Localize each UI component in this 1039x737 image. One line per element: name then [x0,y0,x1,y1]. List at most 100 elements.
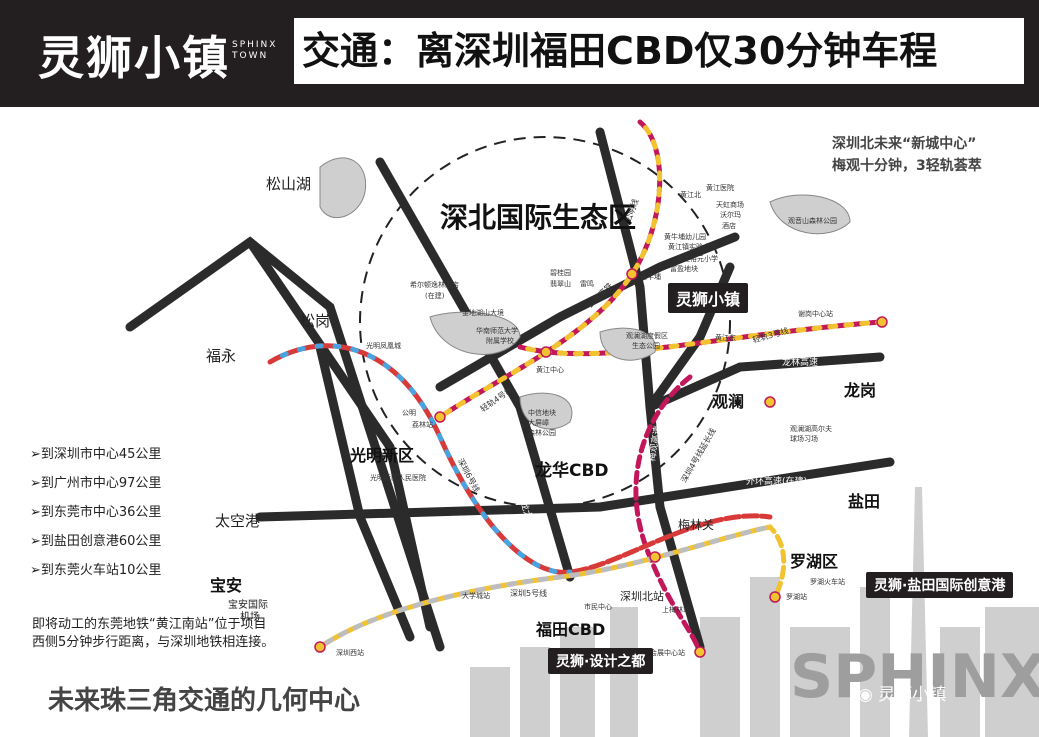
highway-guangshen [245,237,435,632]
poi-biguiyuan: 碧桂园 [550,269,571,277]
poi-leiming: 雷鸣 [580,280,594,288]
brand-logo-sub: SPHINX TOWN [232,40,277,62]
area-meilinguan: 梅林关 [678,518,715,532]
poi-huangniupu: 黄牛埔 [640,273,661,281]
poi-guanlanhu: 观澜湖度假区 [626,332,668,340]
station-shenzhen-west [314,641,326,653]
lake-shape-2 [519,392,573,430]
distance-list: ➢到深圳市中心45公里 ➢到广州市中心97公里 ➢到东莞市中心36公里 ➢到盐田… [30,440,161,585]
area-yantian: 盐田 [848,492,881,511]
poi-guanyinshan: 观音山森林公园 [788,217,837,225]
poi-huizhan: 会展中心站 [650,649,685,657]
skyline-text: SPHINX [790,642,1039,712]
station-meilin [649,551,661,563]
poi-forest-park: 森林公园 [528,429,556,437]
station-luohu [769,591,781,603]
area-songshanhu: 松山湖 [266,175,312,193]
poi-airport-2: 机场 [240,612,260,623]
zone-longhua: 龙华CBD [535,461,609,481]
area-songgang: 松岗 [300,312,331,330]
poi-shenzhen-north: 深圳北站 [620,590,664,603]
poi-huangjiang-center: 黄江中心 [536,366,564,374]
road-label-waihuan: 外环高速(在建) [746,477,808,487]
logo-sub-line1: SPHINX [232,40,278,50]
station-huangniupu [626,268,638,280]
poi-hilton-status: (在建) [425,292,445,300]
poi-huangjiangbei: 黄江北 [680,191,701,199]
poi-xiegang: 谢岗中心站 [798,310,833,318]
highway-waihuan [255,457,895,522]
poi-scnu-school: 附属学校 [486,337,514,345]
brand-logo: 灵狮小镇 [38,31,230,85]
poi-civic-center: 市民中心 [584,603,612,611]
wechat-icon: ◉ [858,685,879,705]
poi-golf: 观澜湖高尔夫 [790,425,832,433]
poi-luohu-station: 罗湖站 [786,593,807,601]
area-guanlan: 观澜 [712,392,745,411]
poi-hilton: 希尔顿逸林酒店 [410,281,459,289]
yantian-port-tag: 灵狮·盐田国际创意港 [866,572,1014,598]
poi-scnu: 华南师范大学 [476,327,518,335]
area-baoan: 宝安 [210,576,243,595]
wechat-label: 灵狮小镇 [878,685,947,705]
area-fuyong: 福永 [206,347,237,365]
page-title: 交通：离深圳福田CBD仅30分钟车程 [294,18,1024,84]
road-label-longlin: 龙林高速 [782,358,819,368]
guanyinshan-shape [769,194,851,235]
poi-daxuecheng: 大学城站 [462,592,490,600]
lake-shape-1 [429,311,521,355]
poi-eco-park: 生态公园 [632,342,660,350]
highway-jihe-west [125,236,445,652]
highway-network [125,127,895,652]
zone-futian: 福田CBD [536,620,606,639]
area-longgang: 龙岗 [844,381,877,400]
note-new-center: 深圳北未来“新城中心” 梅观十分钟，3轻轨荟萃 [832,133,982,177]
station-guanlan [764,396,776,408]
area-luohu: 罗湖区 [790,552,839,571]
poi-jindi: 金地湖山大境 [462,309,504,317]
distance-item: ➢到东莞市中心36公里 [30,505,162,520]
note-line2: 梅观十分钟，3轻轨荟萃 [832,158,982,174]
distance-item: ➢到盐田创意港60公里 [30,534,162,549]
poi-airport: 宝安国际 [228,600,268,611]
lake-shapes [319,157,851,430]
poi-school-1: 黄江镇实验小学 [668,243,717,251]
station-huizhan [694,646,706,658]
poi-golf-range: 球场习场 [790,435,818,443]
poi-citic: 中信地块 [528,409,556,417]
poi-school-2: 黄江裕元小学 [676,255,718,263]
lake-shape-3 [599,327,656,361]
note-line1: 深圳北未来“新城中心” [832,136,977,152]
poi-gongming: 公明 [402,409,416,417]
zone-shenbei: 深北国际生态区 [440,201,637,234]
poi-hospital: 黄江医院 [706,184,734,192]
logo-sub-line2: TOWN [232,51,269,61]
poi-hotel: 酒店 [722,222,736,230]
station-lilin [434,411,446,423]
station-xiegang [876,316,888,328]
poi-shangmeilin: 上梅林站 [662,606,690,614]
poi-dapingzhang: 大屏嶂 [528,419,549,427]
highway-north [595,127,655,412]
poi-shenzhen-west: 深圳西站 [336,649,364,657]
poi-lilin: 荔林站 [412,421,433,429]
station-marks [314,268,888,658]
station-huangjiang-center [540,346,552,358]
wechat-account: ◉ 灵狮小镇 [858,680,946,705]
songshanhu-shape [319,157,367,219]
poi-huangjiangdong: 黄江东 [715,334,736,342]
metro-note-line2: 西侧5分钟步行距离，与深圳地铁相连接。 [32,635,275,650]
rail-metro-4 [633,374,703,655]
poi-fuying: 富盈地块 [670,265,698,273]
poi-tianhong: 天虹商场 [716,201,744,209]
metro-note-line1: 即将动工的东莞地铁“黄江南站”位于项目 [32,617,267,632]
poi-luohu-train: 罗湖火车站 [810,578,845,586]
poi-kindergarten: 黄牛埔幼儿园 [664,233,706,241]
metro-note: 即将动工的东莞地铁“黄江南站”位于项目 西侧5分钟步行距离，与深圳地铁相连接。 [32,616,274,652]
distance-item: ➢到深圳市中心45公里 [30,447,162,462]
poi-phoenix: 光明凤凰城 [366,342,401,350]
area-taikonggang: 太空港 [215,512,261,530]
poi-walmart: 沃尔玛 [720,211,741,219]
highway-longlin [645,352,885,412]
slogan: 未来珠三角交通的几何中心 [48,686,361,716]
